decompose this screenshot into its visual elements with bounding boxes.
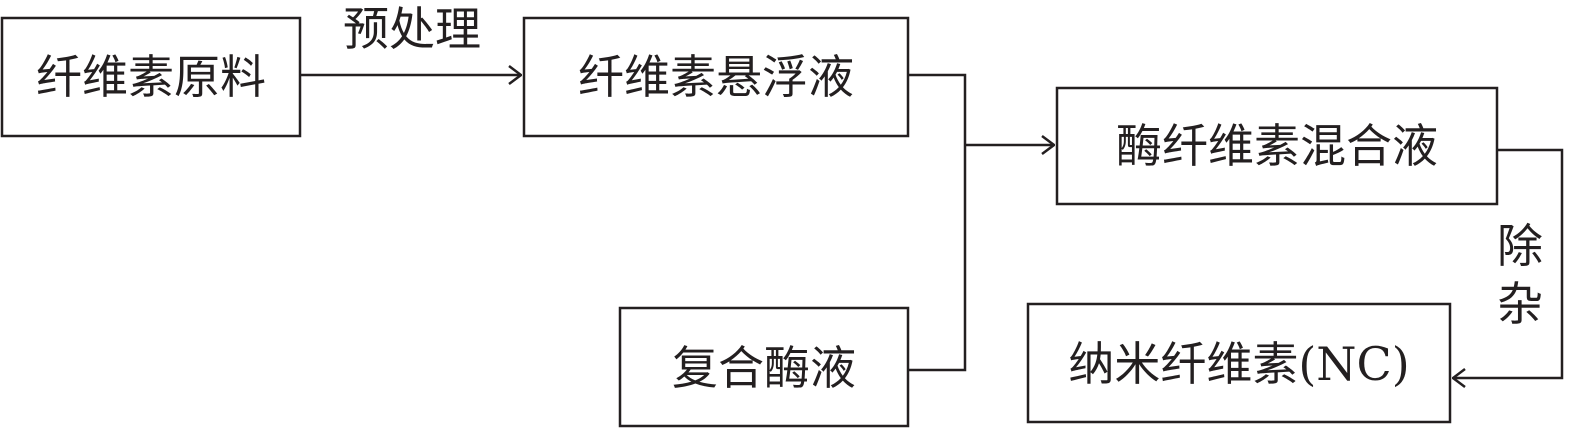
- node-product-label: 纳米纤维素(NC): [1068, 337, 1409, 391]
- edge-label-purify-2: 杂: [1497, 277, 1543, 331]
- node-mixture: 酶纤维素混合液: [1055, 86, 1499, 206]
- node-enzyme-label: 复合酶液: [672, 341, 856, 395]
- node-suspension: 纤维素悬浮液: [522, 16, 910, 138]
- node-raw-material-label: 纤维素原料: [36, 50, 266, 104]
- node-product: 纳米纤维素(NC): [1026, 302, 1452, 424]
- node-raw-material: 纤维素原料: [0, 16, 302, 138]
- node-suspension-label: 纤维素悬浮液: [578, 50, 854, 104]
- arrow-purify: [1453, 148, 1564, 378]
- merge-connector: [908, 73, 967, 372]
- node-mixture-label: 酶纤维素混合液: [1116, 119, 1438, 173]
- node-enzyme: 复合酶液: [618, 306, 910, 428]
- edge-label-purify-1: 除: [1497, 219, 1543, 273]
- edge-label-pretreatment: 预处理: [343, 2, 481, 56]
